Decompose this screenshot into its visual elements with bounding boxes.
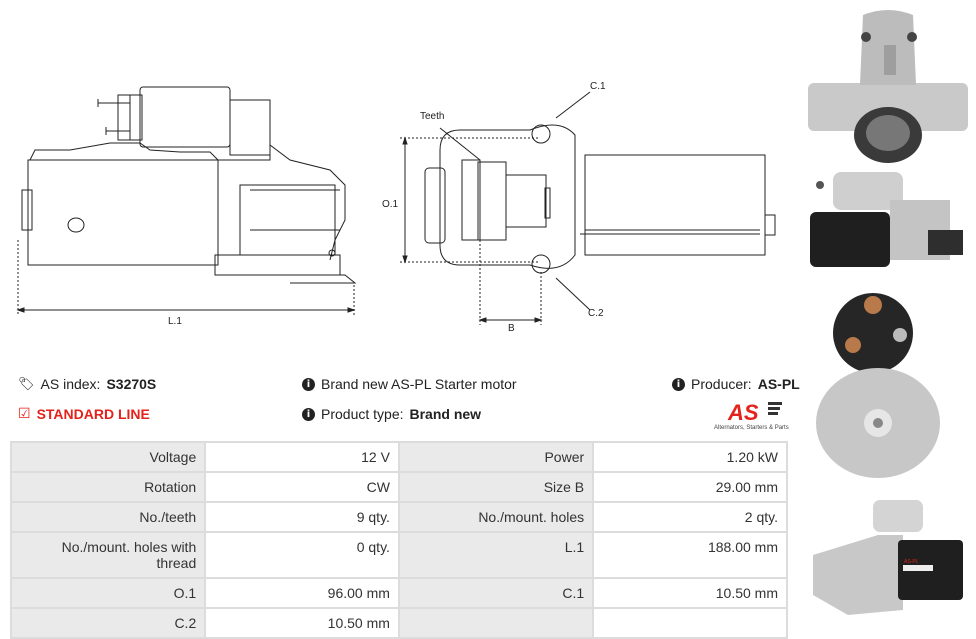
spec-value: 9 qty. [204,501,400,533]
spec-value: CW [204,471,400,503]
spec-value: 10.50 mm [592,577,788,609]
spec-label: L.1 [397,531,595,579]
tag-icon: 🏷 [18,376,35,392]
info-icon: i [672,377,685,391]
as-index-label: AS index: [40,376,101,392]
spec-label [397,607,595,639]
spec-value: 96.00 mm [204,577,400,609]
product-photo-rear [816,293,940,478]
product-photo-side [810,172,963,267]
standard-line-row: ☑ STANDARD LINE [18,406,150,422]
technical-drawing: L.1 Teeth C.1 C.2 O.1 B [16,81,776,334]
product-type-value: Brand new [409,406,482,422]
label-c2: C.2 [588,308,604,319]
spec-label: C.2 [9,607,207,639]
spec-label: No./mount. holes with thread [9,531,207,579]
brand-text: Brand new AS-PL Starter motor [321,376,517,392]
as-index-value: S3270S [106,376,157,392]
as-index-row: 🏷 AS index: S3270S [18,376,156,392]
product-type-label: Product type: [321,406,404,422]
spec-label: O.1 [9,577,207,609]
producer-label: Producer: [691,376,752,392]
spec-value: 12 V [204,441,400,473]
info-icon: i [302,407,315,421]
spec-value: 188.00 mm [592,531,788,579]
front-view-drawing [424,91,776,311]
producer-value: AS-PL [757,376,800,392]
label-l1: L.1 [168,316,182,327]
svg-text:AS: AS [727,400,759,425]
label-b: B [508,323,515,334]
spec-value: 2 qty. [592,501,788,533]
check-square-icon: ☑ [18,406,31,422]
producer-row: i Producer: AS-PL [672,376,800,392]
product-type-row: i Product type: Brand new [302,406,481,422]
product-photo-front [808,10,968,163]
label-o1: O.1 [382,199,399,210]
spec-value: 10.50 mm [204,607,400,639]
product-photo-angle: AS-PL [813,500,963,615]
as-pl-logo: AS Alternators, Starters & Parts [714,400,789,431]
brand-row: i Brand new AS-PL Starter motor [302,376,517,392]
label-teeth: Teeth [420,111,444,122]
spec-label: Voltage [9,441,207,473]
standard-line-label: STANDARD LINE [36,406,150,422]
info-icon: i [302,377,315,391]
spec-label: No./teeth [9,501,207,533]
spec-label: Power [397,441,595,473]
spec-label: C.1 [397,577,595,609]
spec-value: 0 qty. [204,531,400,579]
label-c1: C.1 [590,81,606,92]
spec-value [592,607,788,639]
spec-value: 1.20 kW [592,441,788,473]
svg-text:Alternators, Starters & Parts: Alternators, Starters & Parts [714,425,789,431]
side-view-drawing [21,86,357,284]
spec-value: 29.00 mm [592,471,788,503]
spec-label: Size B [397,471,595,503]
svg-text:AS-PL: AS-PL [904,559,919,565]
spec-label: No./mount. holes [397,501,595,533]
spec-label: Rotation [9,471,207,503]
